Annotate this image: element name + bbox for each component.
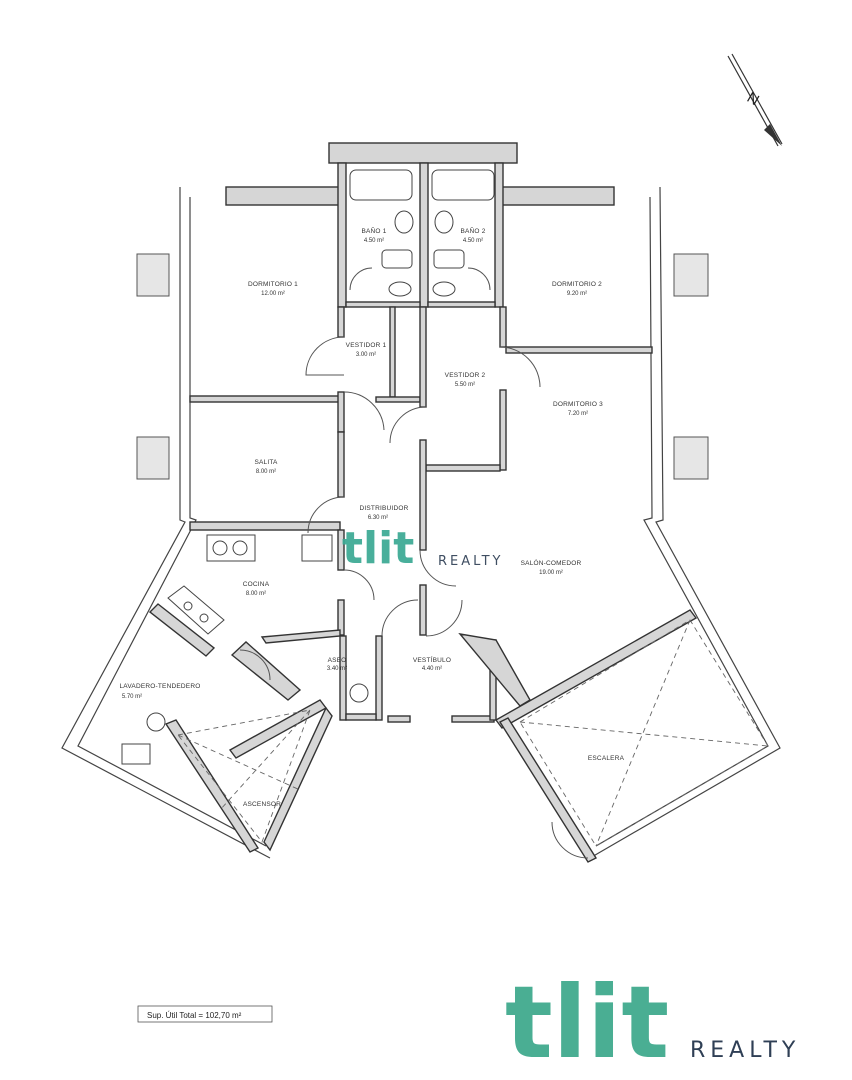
label-cocina: COCINA (243, 581, 270, 588)
label-distribuidor: DISTRIBUIDOR (360, 505, 409, 512)
area-lavadero: 5.70 m² (122, 694, 142, 700)
area-vestidor1: 3.00 m² (356, 352, 376, 358)
window-top-center (328, 142, 518, 164)
window-top-right (497, 186, 615, 206)
pillar-left-upper (136, 253, 170, 297)
watermark-logo: tlit (342, 523, 414, 574)
area-bano2: 4.50 m² (463, 238, 483, 244)
toilet-1 (381, 249, 413, 269)
label-salita: SALITA (254, 459, 278, 466)
label-escalera: ESCALERA (588, 755, 625, 762)
label-dormitorio1: DORMITORIO 1 (248, 281, 298, 288)
logo-tlit: tlit (505, 964, 669, 1080)
total-surface-text: Sup. Útil Total = 102,70 m² (147, 1011, 242, 1020)
shafts (177, 619, 769, 847)
area-cocina: 8.00 m² (246, 591, 266, 597)
sink-2 (434, 210, 454, 234)
area-distribuidor: 6.30 m² (368, 515, 388, 521)
area-bano1: 4.50 m² (364, 238, 384, 244)
total-surface: Sup. Útil Total = 102,70 m² (137, 1005, 273, 1023)
washing-machine (146, 712, 166, 732)
center-watermark: tlit REALTY (342, 523, 503, 574)
label-salon: SALÓN-COMEDOR (521, 558, 582, 567)
bathtub-1 (349, 169, 413, 201)
doors (239, 267, 589, 859)
label-vestidor2: VESTIDOR 2 (445, 372, 486, 379)
bidet-1 (388, 281, 412, 297)
area-vestibulo: 4.40 m² (422, 666, 442, 672)
fixtures (121, 169, 495, 765)
realty-logo: tlit REALTY (505, 964, 800, 1080)
area-salon: 19.00 m² (539, 570, 563, 576)
pillar-right-lower (673, 436, 709, 480)
stove (167, 585, 225, 635)
sink-1 (394, 210, 414, 234)
exterior-walls (61, 142, 781, 859)
bidet-2 (432, 281, 456, 297)
area-aseo: 3.40 m² (327, 666, 347, 672)
label-aseo: ASEO (328, 657, 347, 664)
toilet-2 (433, 249, 465, 269)
area-vestidor2: 5.50 m² (455, 382, 475, 388)
bathtub-2 (431, 169, 495, 201)
interior-walls (148, 162, 698, 863)
room-labels: BAÑO 1 4.50 m² BAÑO 2 4.50 m² DORMITORIO… (119, 226, 624, 808)
pillar-right-upper (673, 253, 709, 297)
laundry-sink (121, 743, 151, 765)
area-dormitorio1: 12.00 m² (261, 291, 285, 297)
north-arrow-icon: N (727, 53, 783, 147)
pillar-left-lower (136, 436, 170, 480)
label-bano2: BAÑO 2 (460, 226, 485, 235)
logo-realty: REALTY (690, 1038, 800, 1063)
label-dormitorio2: DORMITORIO 2 (552, 281, 602, 288)
label-bano1: BAÑO 1 (361, 226, 386, 235)
area-dormitorio2: 9.20 m² (567, 291, 587, 297)
area-dormitorio3: 7.20 m² (568, 411, 588, 417)
fridge (301, 534, 333, 562)
watermark-realty: REALTY (438, 554, 503, 569)
label-ascensor: ASCENSOR (243, 801, 281, 808)
label-vestibulo: VESTÍBULO (413, 655, 451, 664)
aseo-toilet (349, 683, 369, 703)
label-vestidor1: VESTIDOR 1 (346, 342, 387, 349)
area-salita: 8.00 m² (256, 469, 276, 475)
north-label: N (744, 89, 762, 109)
window-top-left (225, 186, 344, 206)
label-lavadero: LAVADERO-TENDEDERO (119, 683, 200, 690)
label-dormitorio3: DORMITORIO 3 (553, 401, 603, 408)
